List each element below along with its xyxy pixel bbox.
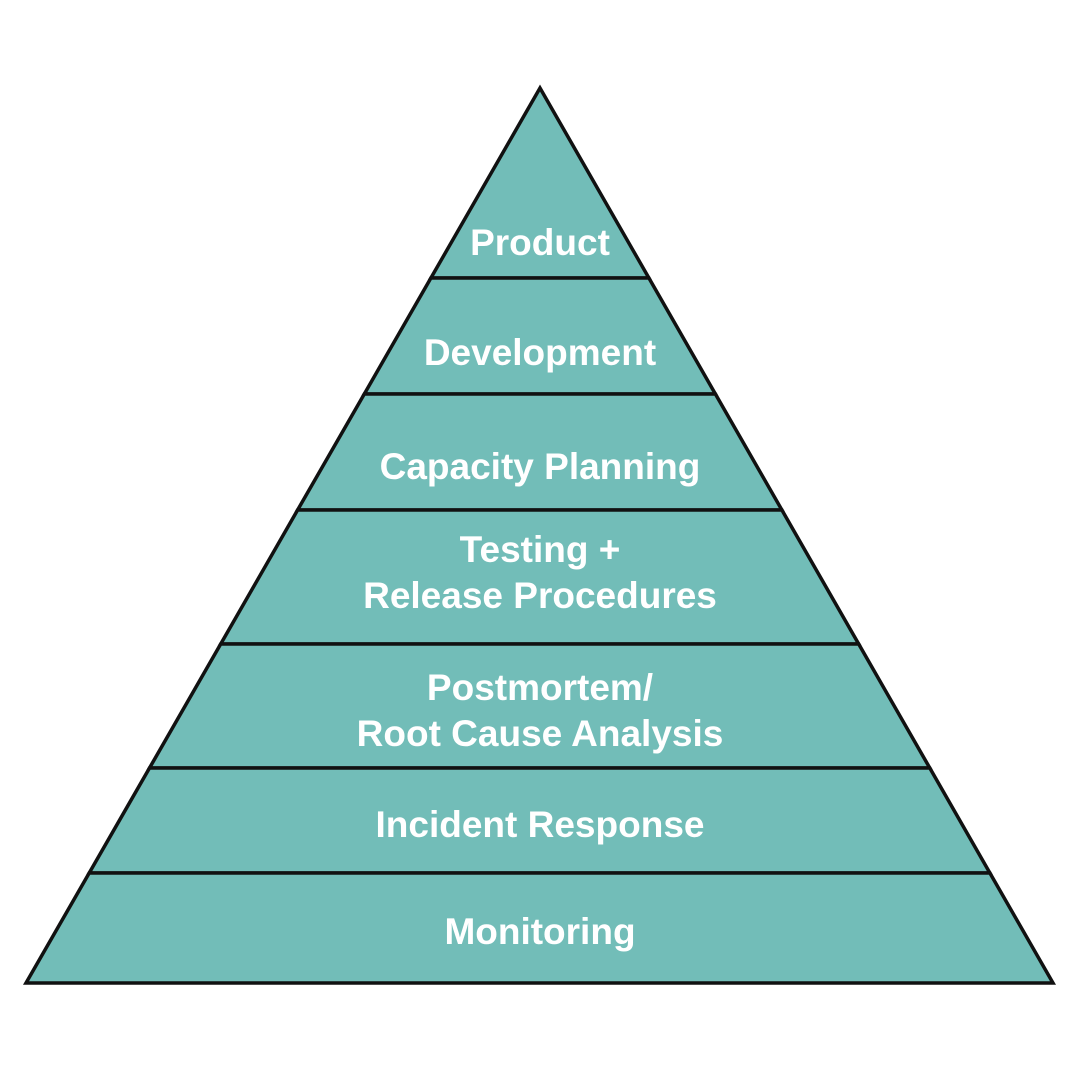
tier-label-monitoring: Monitoring	[444, 911, 635, 952]
tier-label-testing-release-line-2: Release Procedures	[363, 575, 717, 616]
pyramid-tier-monitoring	[22, 871, 1057, 985]
tier-label-development: Development	[424, 332, 656, 373]
pyramid-tiers	[22, 84, 1057, 985]
tier-label-postmortem-rca-line-1: Postmortem/	[427, 667, 653, 708]
tier-label-capacity-planning: Capacity Planning	[380, 446, 701, 487]
tier-label-incident-response: Incident Response	[376, 804, 705, 845]
tier-label-postmortem-rca-line-2: Root Cause Analysis	[357, 713, 724, 754]
tier-label-product: Product	[470, 222, 610, 263]
tier-label-testing-release-line-1: Testing +	[460, 529, 621, 570]
